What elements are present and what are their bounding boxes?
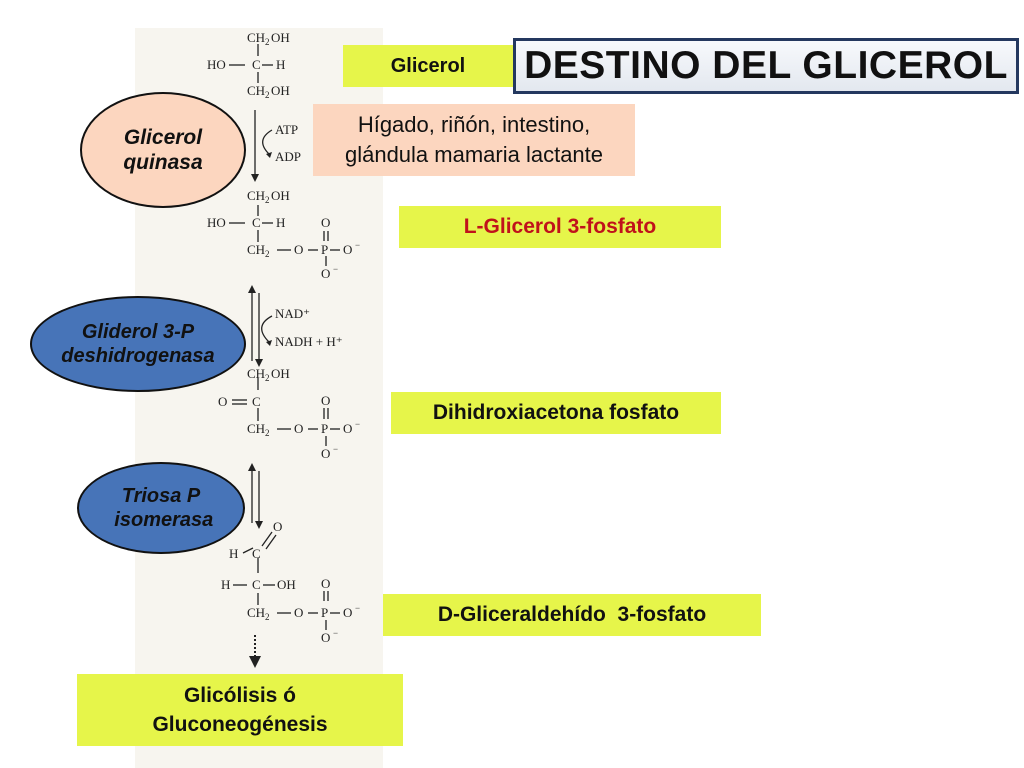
svg-text:CH: CH [247, 30, 265, 45]
final-line-1: Glicólisis ó [183, 683, 297, 707]
svg-text:O: O [321, 393, 330, 408]
gap-label: D-Gliceraldehído 3-fosfato [383, 594, 761, 636]
tissues-label: Hígado, riñón, intestino, glándula mamar… [313, 104, 635, 176]
svg-text:H: H [276, 57, 285, 72]
enzyme-3-line-2: isomerasa [108, 509, 214, 531]
svg-text:H: H [229, 546, 238, 561]
enzyme-2-line-2: deshidrogenasa [61, 345, 215, 367]
svg-text:2: 2 [265, 249, 270, 259]
svg-text:2: 2 [265, 612, 270, 622]
svg-text:−: − [333, 444, 338, 454]
svg-text:−: − [333, 264, 338, 274]
svg-text:O: O [218, 394, 227, 409]
svg-text:P: P [321, 605, 328, 620]
svg-text:O: O [343, 605, 352, 620]
svg-text:O: O [321, 266, 330, 281]
tissues-line-2: glándula mamaria lactante [344, 142, 604, 167]
svg-text:CH: CH [247, 242, 265, 257]
svg-text:C: C [252, 215, 261, 230]
svg-text:O: O [321, 215, 330, 230]
enzyme-2-line-1: Gliderol 3-P [81, 321, 195, 343]
enzyme-1-line-2: quinasa [123, 151, 203, 174]
svg-text:OH: OH [271, 30, 290, 45]
enzyme-1-line-1: Glicerol [123, 125, 203, 149]
svg-text:H: H [276, 215, 285, 230]
nadh-label: NADH + H⁺ [275, 334, 343, 349]
enzyme-glicerol-3p-deshidrogenasa: Gliderol 3-P deshidrogenasa [30, 296, 246, 392]
svg-text:P: P [321, 421, 328, 436]
svg-text:C: C [252, 57, 261, 72]
enzyme-triosa-p-isomerasa: Triosa P isomerasa [77, 462, 245, 554]
svg-text:2: 2 [265, 428, 270, 438]
svg-text:OH: OH [277, 577, 296, 592]
svg-text:HO: HO [207, 57, 226, 72]
svg-text:C: C [252, 546, 261, 561]
dhap-label: Dihidroxiacetona fosfato [391, 392, 721, 434]
svg-text:CH: CH [247, 366, 265, 381]
svg-text:C: C [252, 394, 261, 409]
atp-label: ATP [275, 122, 298, 137]
final-pathway-label: Glicólisis ó Gluconeogénesis [77, 674, 403, 746]
adp-label: ADP [275, 149, 301, 164]
svg-text:C: C [252, 577, 261, 592]
enzyme-glicerol-quinasa: Glicerol quinasa [80, 92, 246, 208]
svg-text:2: 2 [265, 37, 270, 47]
svg-text:OH: OH [271, 188, 290, 203]
svg-text:2: 2 [265, 373, 270, 383]
svg-text:OH: OH [271, 83, 290, 98]
svg-text:2: 2 [265, 90, 270, 100]
svg-text:−: − [355, 240, 360, 250]
svg-text:CH: CH [247, 83, 265, 98]
svg-text:O: O [321, 630, 330, 645]
svg-text:−: − [333, 628, 338, 638]
svg-text:−: − [355, 603, 360, 613]
glicerol-label: Glicerol [343, 45, 513, 87]
svg-text:2: 2 [265, 195, 270, 205]
svg-text:HO: HO [207, 215, 226, 230]
svg-text:O: O [294, 242, 303, 257]
svg-text:P: P [321, 242, 328, 257]
svg-text:O: O [343, 421, 352, 436]
svg-text:O: O [321, 576, 330, 591]
svg-text:CH: CH [247, 605, 265, 620]
nad-label: NAD⁺ [275, 306, 310, 321]
page-title: DESTINO DEL GLICEROL [513, 38, 1019, 94]
svg-text:O: O [321, 446, 330, 461]
final-line-2: Gluconeogénesis [152, 713, 328, 736]
svg-text:CH: CH [247, 421, 265, 436]
svg-text:O: O [343, 242, 352, 257]
svg-text:O: O [273, 519, 282, 534]
tissues-line-1: Hígado, riñón, intestino, [357, 112, 591, 138]
svg-text:O: O [294, 421, 303, 436]
svg-text:H: H [221, 577, 230, 592]
l-glicerol-3-fosfato-label: L-Glicerol 3-fosfato [399, 206, 721, 248]
svg-text:OH: OH [271, 366, 290, 381]
svg-text:O: O [294, 605, 303, 620]
svg-text:CH: CH [247, 188, 265, 203]
enzyme-3-line-1: Triosa P [121, 485, 201, 507]
svg-text:−: − [355, 419, 360, 429]
